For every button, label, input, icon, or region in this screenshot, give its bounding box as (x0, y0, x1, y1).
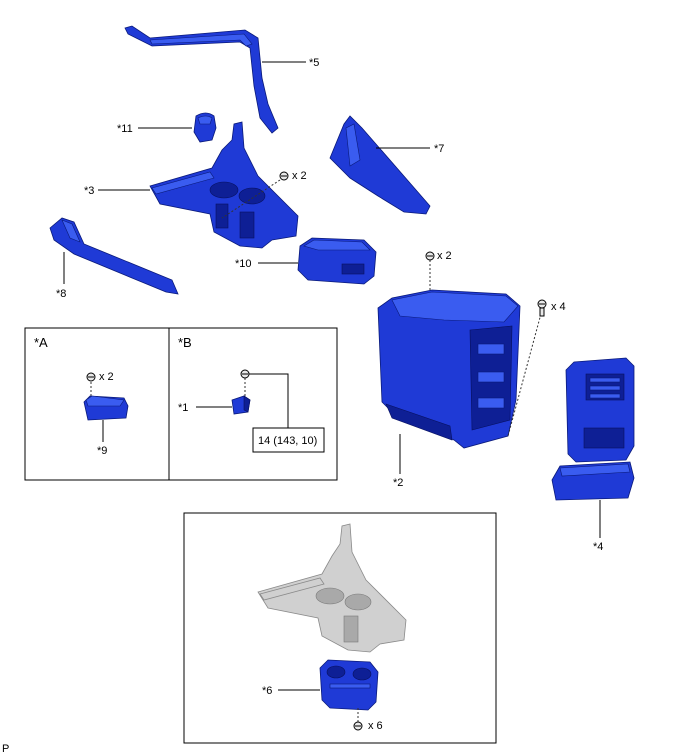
part-2-console-assembly (377, 289, 521, 449)
label-part-3: *3 (84, 185, 94, 197)
part-5-trim-strip (124, 25, 279, 134)
clip-icon (279, 171, 289, 181)
qty-screw-6: x 6 (368, 720, 383, 732)
torque-spec: 14 (143, 10) (258, 435, 317, 447)
label-part-5: *5 (309, 57, 319, 69)
part-6-cup-holder (319, 659, 379, 711)
label-part-2: *2 (393, 477, 403, 489)
dashed-line-screw-4 (507, 309, 543, 437)
label-part-10: *10 (235, 258, 252, 270)
corner-mark: P (2, 743, 9, 755)
bolt-icon (240, 369, 250, 379)
reference-console-panel (257, 523, 407, 653)
part-9-bracket (83, 395, 129, 421)
qty-clip-9: x 2 (99, 371, 114, 383)
label-part-1: *1 (178, 402, 188, 414)
qty-screw-2: x 2 (437, 250, 452, 262)
label-part-11: *11 (117, 123, 133, 135)
torque-box (252, 427, 325, 453)
box-b-frame (168, 327, 338, 481)
box-bottom-frame (183, 512, 497, 744)
label-part-6: *6 (262, 685, 272, 697)
clip-icon (86, 372, 96, 382)
screw-icon (353, 721, 363, 731)
qty-clip-3: x 2 (292, 170, 307, 182)
part-1-bracket (231, 395, 251, 415)
screw-icon (425, 251, 435, 261)
label-part-8: *8 (56, 288, 66, 300)
part-8-trim-strip (49, 217, 179, 295)
dashed-line-clip-3 (221, 179, 281, 219)
part-3-console-panel (149, 121, 299, 249)
leader-torque (249, 373, 289, 428)
box-b-label: *B (178, 335, 192, 350)
part-10-console-box (297, 237, 377, 285)
label-part-9: *9 (97, 445, 107, 457)
screw-icon (537, 299, 547, 317)
part-4-rear-panel (551, 357, 635, 501)
part-7-side-trim (329, 115, 431, 215)
part-11-shift-knob (193, 112, 217, 143)
label-part-4: *4 (593, 541, 603, 553)
box-a-label: *A (34, 335, 48, 350)
qty-screw-4: x 4 (551, 301, 566, 313)
label-part-7: *7 (434, 143, 444, 155)
